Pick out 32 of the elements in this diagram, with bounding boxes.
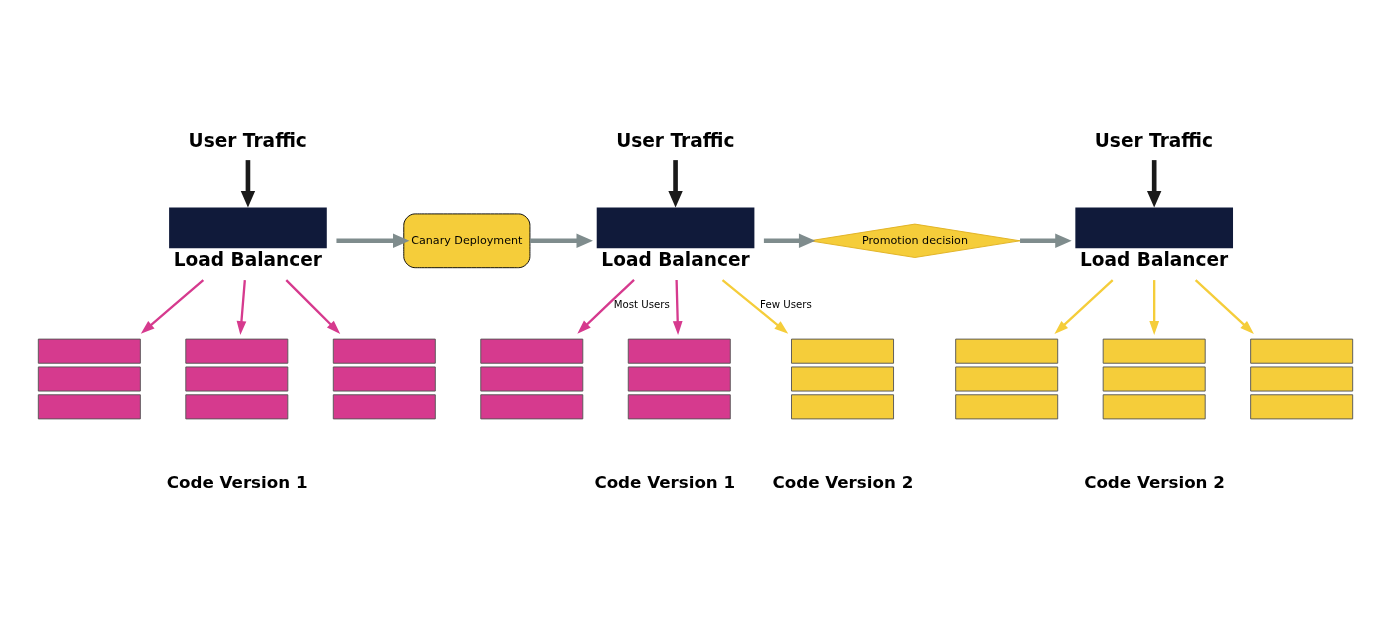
node-label: Load Balancer — [601, 248, 750, 270]
arrow — [668, 160, 683, 208]
label: Code Version 1 — [166, 472, 308, 492]
arrow — [530, 233, 593, 248]
label: Code Version 2 — [772, 472, 914, 492]
arrow — [672, 280, 683, 336]
arrow — [763, 233, 816, 248]
arrow — [336, 233, 410, 248]
arrow — [721, 279, 789, 334]
node-box — [1075, 207, 1234, 249]
arrow — [1054, 279, 1114, 334]
arrow — [1020, 233, 1072, 248]
edge-label: Few Users — [760, 299, 812, 311]
arrow — [285, 279, 341, 335]
arrow — [1194, 279, 1254, 334]
node-label: Load Balancer — [1079, 248, 1229, 270]
arrow — [577, 279, 635, 334]
node-text: User Traffic — [188, 130, 307, 152]
node-box — [169, 207, 327, 249]
node-text: User Traffic — [1094, 130, 1214, 152]
label: Code Version 1 — [594, 472, 736, 492]
node-box: Canary Deployment — [403, 213, 531, 269]
node-box — [596, 207, 755, 249]
arrow — [1149, 280, 1160, 336]
arrow — [240, 160, 256, 208]
node-text: User Traffic — [616, 130, 735, 152]
arrow — [1147, 160, 1162, 208]
edge-label: Most Users — [613, 299, 670, 311]
arrow — [140, 279, 205, 334]
label: Code Version 2 — [1084, 472, 1225, 492]
arrow — [236, 279, 247, 336]
node-label: Load Balancer — [173, 248, 323, 270]
